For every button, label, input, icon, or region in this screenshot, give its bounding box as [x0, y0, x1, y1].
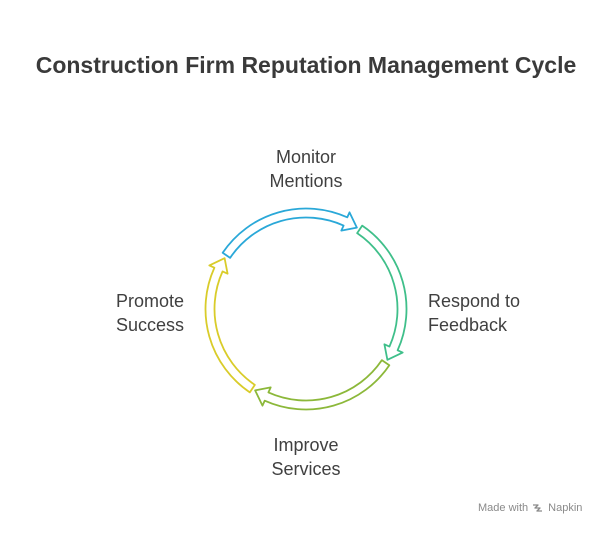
- step-label-line: Improve: [273, 435, 339, 455]
- step-label-monitor-mentions: Monitor Mentions: [206, 145, 406, 193]
- made-with-napkin-footer[interactable]: Made with Napkin: [478, 502, 582, 514]
- step-label-line: Promote: [115, 291, 184, 311]
- made-with-text: Made with: [478, 502, 529, 514]
- step-label-line: Feedback: [428, 315, 508, 335]
- step-label-line: Monitor: [275, 147, 337, 167]
- step-label-line: Mentions: [269, 171, 343, 191]
- arrow-monitor-to-respond: [221, 207, 358, 259]
- step-label-line: Services: [271, 459, 341, 479]
- arrow-improve-to-promote: [254, 359, 391, 411]
- step-label-promote-success: Promote Success: [84, 289, 184, 337]
- arrow-promote-to-monitor: [204, 257, 256, 394]
- arrow-respond-to-improve: [356, 224, 408, 361]
- napkin-icon: [533, 504, 543, 512]
- step-label-line: Respond to: [428, 291, 521, 311]
- diagram-title: Construction Firm Reputation Management …: [35, 52, 577, 78]
- step-label-improve-services: Improve Services: [206, 433, 406, 481]
- step-label-respond-to-feedback: Respond to Feedback: [428, 289, 520, 337]
- step-label-line: Success: [115, 315, 184, 335]
- cycle-arrows: [204, 207, 408, 411]
- napkin-brand-text: Napkin: [548, 502, 583, 514]
